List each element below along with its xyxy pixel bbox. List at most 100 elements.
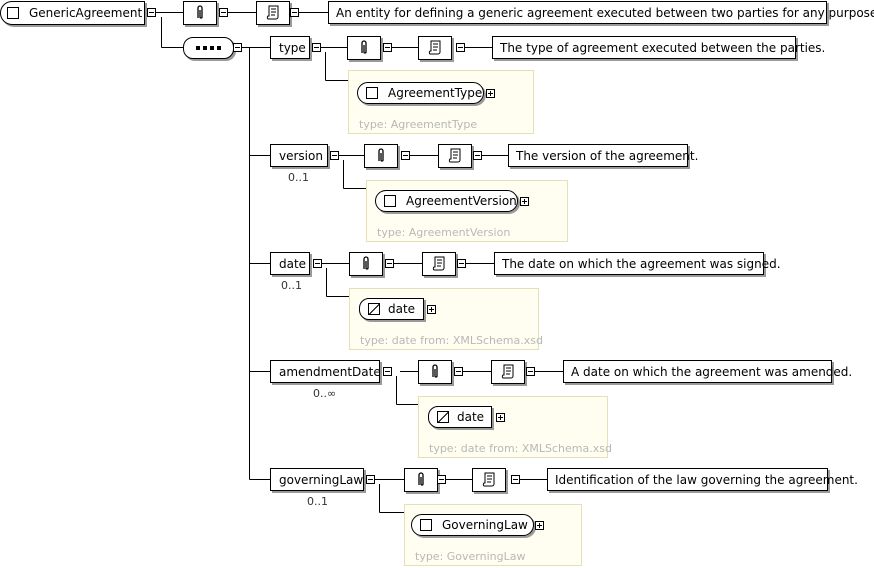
expand-toggle[interactable] [496, 413, 505, 422]
collapse-toggle[interactable] [437, 475, 446, 484]
scroll-icon [428, 40, 441, 55]
element-governingLaw-name: governingLaw [279, 472, 364, 487]
collapse-toggle[interactable] [290, 8, 299, 17]
collapse-toggle[interactable] [383, 43, 392, 52]
type-name: AgreementType [388, 86, 483, 100]
documentation-text: The date on which the agreement was sign… [502, 256, 781, 271]
documentation-box[interactable] [438, 144, 472, 168]
documentation-box[interactable] [422, 252, 456, 276]
paperclip-icon [378, 148, 384, 162]
collapse-toggle[interactable] [457, 259, 466, 268]
complex-type-icon [420, 519, 432, 531]
documentation-box[interactable] [491, 360, 525, 384]
type-label: type: GoverningLaw [415, 550, 526, 563]
root-element-name: GenericAgreement [29, 6, 143, 20]
collapse-toggle[interactable] [366, 475, 375, 484]
element-version-name: version [279, 148, 323, 163]
scroll-icon [432, 256, 445, 271]
paperclip-icon [432, 364, 438, 378]
annotation-box[interactable] [404, 468, 438, 492]
annotation-box[interactable] [364, 144, 398, 168]
scroll-icon [501, 364, 514, 379]
cardinality: 0..∞ [313, 387, 337, 400]
type-label: type: date from: XMLSchema.xsd [360, 334, 543, 347]
documentation-box[interactable] [418, 36, 452, 60]
collapse-toggle[interactable] [401, 151, 410, 160]
paperclip-icon [197, 5, 203, 19]
annotation-box[interactable] [347, 36, 381, 60]
annotation-box[interactable] [418, 360, 452, 384]
documentation-text: The version of the agreement. [516, 148, 699, 163]
collapse-toggle[interactable] [233, 43, 242, 52]
type-name: GoverningLaw [442, 518, 528, 532]
element-amendmentDate-documentation: A date on which the agreement was amende… [563, 360, 852, 383]
element-type-documentation: The type of agreement executed between t… [492, 36, 825, 59]
expand-toggle[interactable] [427, 305, 436, 314]
cardinality: 0..1 [307, 495, 328, 508]
element-amendmentDate-name: amendmentDate [279, 364, 381, 379]
element-date-documentation: The date on which the agreement was sign… [494, 252, 781, 275]
annotation-box[interactable] [183, 1, 217, 25]
type-name: date [457, 410, 485, 424]
element-governingLaw-documentation: Identification of the law governing the … [547, 468, 858, 491]
collapse-toggle[interactable] [147, 8, 156, 17]
simple-type-capsule[interactable]: date [428, 406, 492, 428]
expand-toggle[interactable] [520, 197, 529, 206]
type-label: type: AgreementVersion [377, 226, 511, 239]
complex-type-icon [384, 195, 396, 207]
element-version-documentation: The version of the agreement. [508, 144, 698, 167]
element-type[interactable]: type [270, 36, 310, 59]
annotation-box[interactable] [349, 252, 383, 276]
element-version[interactable]: version [270, 144, 328, 167]
documentation-box[interactable] [256, 1, 290, 25]
simple-type-capsule[interactable]: date [359, 298, 424, 320]
expand-toggle[interactable] [535, 521, 544, 530]
collapse-toggle[interactable] [330, 151, 339, 160]
cardinality: 0..1 [288, 171, 309, 184]
root-documentation-text: An entity for defining a generic agreeme… [336, 5, 874, 20]
paperclip-icon [363, 256, 369, 270]
element-governingLaw[interactable]: governingLaw [270, 468, 364, 491]
scroll-icon [266, 5, 279, 20]
root-element[interactable]: GenericAgreement [0, 1, 145, 25]
collapse-toggle[interactable] [313, 259, 322, 268]
collapse-toggle[interactable] [456, 43, 465, 52]
element-date[interactable]: date [270, 252, 310, 275]
collapse-toggle[interactable] [219, 8, 228, 17]
element-type-name: type [279, 40, 306, 55]
documentation-box[interactable] [472, 468, 506, 492]
documentation-text: Identification of the law governing the … [555, 472, 858, 487]
type-name: AgreementVersion [406, 194, 517, 208]
complex-type-capsule[interactable]: AgreementVersion [375, 190, 518, 212]
collapse-toggle[interactable] [383, 367, 392, 376]
scroll-icon [482, 472, 495, 487]
simple-type-icon [368, 303, 380, 315]
expand-toggle[interactable] [486, 89, 495, 98]
type-label: type: AgreementType [359, 118, 478, 131]
collapse-toggle[interactable] [385, 259, 394, 268]
simple-type-icon [437, 411, 449, 423]
collapse-toggle[interactable] [526, 367, 535, 376]
sequence-icon [196, 46, 221, 50]
root-documentation: An entity for defining a generic agreeme… [328, 1, 874, 24]
complex-type-capsule[interactable]: AgreementType [357, 82, 484, 104]
documentation-text: The type of agreement executed between t… [500, 40, 826, 55]
type-name: date [388, 302, 416, 316]
element-amendmentDate[interactable]: amendmentDate [270, 360, 381, 383]
complex-type-capsule[interactable]: GoverningLaw [411, 514, 534, 536]
scroll-icon [448, 148, 461, 163]
collapse-toggle[interactable] [454, 367, 463, 376]
collapse-toggle[interactable] [473, 151, 482, 160]
collapse-toggle[interactable] [312, 43, 321, 52]
collapse-toggle[interactable] [511, 475, 520, 484]
type-label: type: date from: XMLSchema.xsd [429, 442, 612, 455]
paperclip-icon [418, 472, 424, 486]
complex-type-icon [366, 87, 378, 99]
element-date-name: date [279, 256, 307, 271]
documentation-text: A date on which the agreement was amende… [571, 364, 853, 379]
complex-type-icon [7, 7, 19, 19]
cardinality: 0..1 [281, 279, 302, 292]
sequence-compositor[interactable] [183, 37, 234, 59]
